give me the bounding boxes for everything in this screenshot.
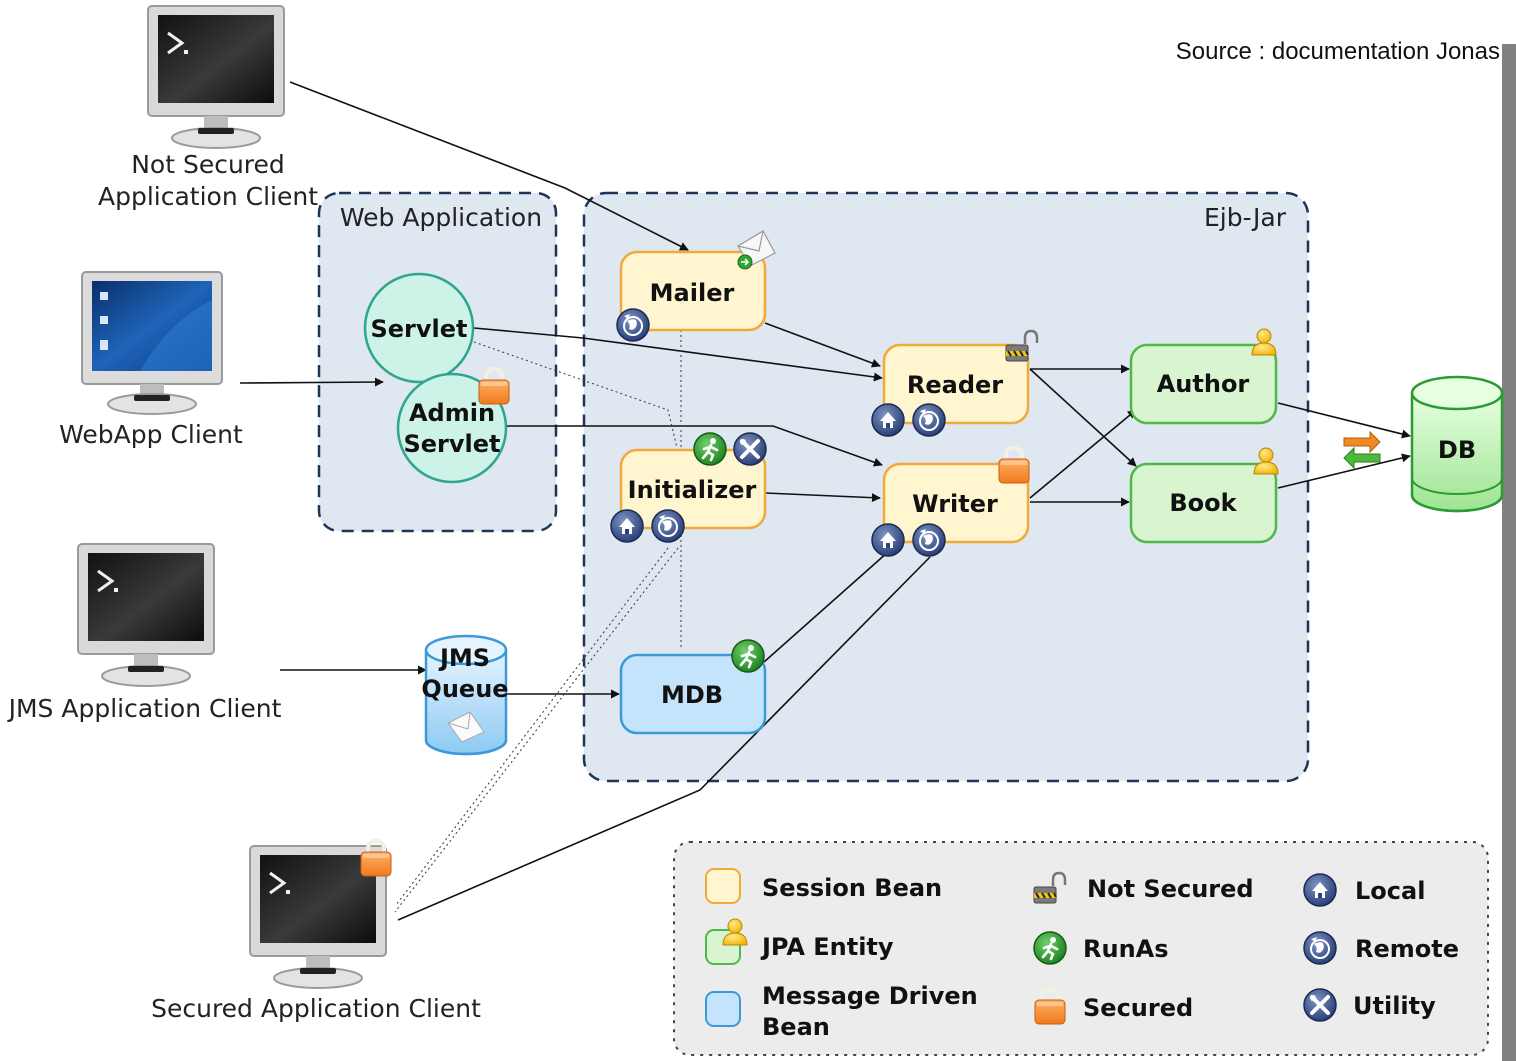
legend-session-bean-label: Session Bean bbox=[762, 874, 942, 902]
reader-bean[interactable]: Reader bbox=[871, 329, 1039, 437]
legend-utility-label: Utility bbox=[1353, 992, 1436, 1020]
envelope-icon bbox=[737, 230, 776, 270]
initializer-bean[interactable]: Initializer bbox=[610, 431, 768, 543]
servlet-node[interactable]: Servlet bbox=[363, 272, 475, 384]
book-label: Book bbox=[1169, 489, 1237, 517]
edge-book-to-db bbox=[1277, 453, 1411, 489]
author-label: Author bbox=[1157, 370, 1250, 398]
utility-tools-icon bbox=[732, 431, 768, 467]
mailer-label: Mailer bbox=[650, 279, 735, 307]
edge-servlet-to-reader bbox=[473, 327, 883, 382]
local-house-icon bbox=[1303, 873, 1337, 907]
legend-mdb-label-1: Message Driven bbox=[762, 982, 978, 1010]
remote-globe-icon bbox=[912, 523, 946, 557]
database-node[interactable]: DB bbox=[1410, 375, 1504, 513]
legend-not-secured-label: Not Secured bbox=[1087, 875, 1254, 903]
not-secured-client-label-1: Not Secured bbox=[131, 150, 285, 179]
utility-tools-icon bbox=[1302, 987, 1338, 1023]
legend-secured-label: Secured bbox=[1083, 994, 1193, 1022]
edge-mailer-to-reader bbox=[764, 322, 881, 368]
edge-initializer-to-writer bbox=[764, 492, 881, 503]
jms-queue-label-1: JMS bbox=[438, 644, 490, 672]
webapp-client-monitor[interactable] bbox=[81, 271, 223, 415]
writer-label: Writer bbox=[912, 490, 998, 518]
local-house-icon bbox=[871, 403, 905, 437]
legend-runas-label: RunAs bbox=[1083, 935, 1169, 963]
runas-icon bbox=[692, 431, 728, 467]
webapp-client-label: WebApp Client bbox=[59, 420, 243, 449]
not-secured-client-label-2: Application Client bbox=[98, 182, 318, 211]
legend-mdb-swatch bbox=[705, 991, 741, 1027]
not-secured-client-monitor[interactable] bbox=[146, 4, 286, 150]
author-entity[interactable]: Author bbox=[1129, 328, 1278, 425]
edge-webapp-to-servlet bbox=[239, 377, 384, 387]
admin-servlet-node[interactable]: Admin Servlet bbox=[396, 367, 511, 484]
desktop-swoosh bbox=[140, 300, 212, 371]
remote-globe-icon bbox=[1303, 931, 1337, 965]
edges bbox=[239, 81, 1411, 921]
legend-mdb-label-2: Bean bbox=[762, 1013, 830, 1041]
runas-icon bbox=[1032, 930, 1068, 966]
mdb-label: MDB bbox=[661, 681, 723, 709]
source-caption: Source : documentation Jonas bbox=[1175, 38, 1500, 65]
remote-globe-icon bbox=[616, 308, 650, 342]
initializer-label: Initializer bbox=[628, 476, 757, 504]
admin-servlet-label-2: Servlet bbox=[403, 430, 500, 458]
scrollbar[interactable] bbox=[1502, 44, 1516, 1061]
local-house-icon bbox=[871, 523, 905, 557]
secured-client-label: Secured Application Client bbox=[151, 994, 481, 1023]
writer-bean[interactable]: Writer bbox=[871, 446, 1031, 557]
web-application-label: Web Application bbox=[340, 203, 542, 232]
legend-session-bean-swatch bbox=[705, 868, 741, 904]
jms-client-monitor[interactable] bbox=[76, 542, 216, 688]
ejb-jar-label: Ejb-Jar bbox=[1204, 203, 1287, 232]
runas-icon bbox=[730, 638, 766, 674]
reader-label: Reader bbox=[907, 371, 1003, 399]
edge-mdb-to-writer bbox=[763, 551, 889, 663]
sync-arrows-icon bbox=[1343, 430, 1381, 470]
mdb-bean[interactable]: MDB bbox=[619, 638, 767, 735]
edge-writer-to-author bbox=[1029, 409, 1137, 499]
jms-queue-node[interactable]: JMS Queue bbox=[421, 634, 509, 756]
jms-queue-label-2: Queue bbox=[421, 675, 508, 703]
edge-notsecured-to-mailer bbox=[289, 81, 689, 251]
legend-local-label: Local bbox=[1355, 877, 1425, 905]
servlet-label: Servlet bbox=[370, 315, 467, 343]
edge-secured-to-writer bbox=[397, 556, 931, 921]
remote-globe-icon bbox=[651, 509, 685, 543]
edge-adminservlet-to-writer bbox=[506, 425, 883, 467]
envelope-icon bbox=[447, 711, 485, 743]
edge-reader-to-book bbox=[1029, 368, 1137, 467]
edge-author-to-db bbox=[1277, 402, 1411, 439]
database-label: DB bbox=[1438, 436, 1476, 464]
remote-globe-icon bbox=[912, 403, 946, 437]
legend-jpa-entity-label: JPA Entity bbox=[760, 933, 894, 961]
legend-remote-label: Remote bbox=[1355, 935, 1459, 963]
secured-client-monitor[interactable] bbox=[248, 839, 393, 990]
legend: Session Bean JPA Entity Message Driven B… bbox=[673, 841, 1489, 1056]
book-entity[interactable]: Book bbox=[1129, 447, 1279, 544]
local-house-icon bbox=[610, 509, 644, 543]
jms-client-label: JMS Application Client bbox=[7, 694, 282, 723]
mailer-bean[interactable]: Mailer bbox=[616, 230, 776, 342]
